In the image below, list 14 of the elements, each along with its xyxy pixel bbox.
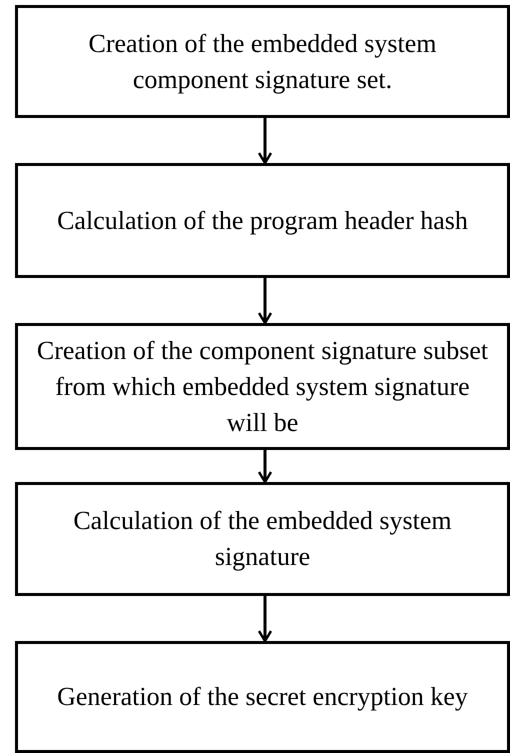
- step-text: Creation of the component signature subset from which embedded system signature will be: [36, 334, 490, 438]
- process-box: [15, 5, 510, 118]
- step-text: Creation of the embedded system component signature set.: [87, 28, 438, 96]
- step-text: Calculation of the program header hash: [57, 204, 468, 237]
- arrow: [258, 450, 272, 484]
- arrow: [258, 596, 272, 642]
- arrow: [258, 278, 272, 324]
- step-text: Calculation of the embedded system signature: [72, 505, 453, 573]
- process-box: [15, 323, 510, 450]
- arrow: [258, 118, 272, 164]
- process-box: [15, 482, 510, 596]
- process-box: [15, 163, 510, 278]
- process-box: [15, 641, 510, 753]
- step-text: Generation of the secret encryption key: [57, 681, 468, 713]
